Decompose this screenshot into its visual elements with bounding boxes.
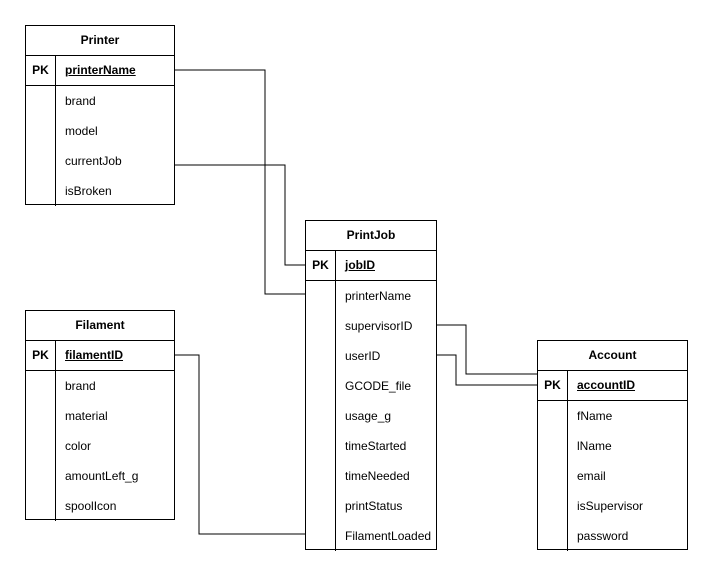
attribute-list: brand material color amountLeft_g spoolIcon <box>56 371 174 521</box>
primary-key-row[interactable]: PK printerName <box>26 56 174 86</box>
relationship-connector-filament-filamentid-to-printjob-filamentloaded[interactable] <box>175 354 305 535</box>
attribute-section: brand material color amountLeft_g spoolIcon <box>26 371 174 521</box>
pk-tag: PK <box>306 251 336 280</box>
entity-title: Account <box>538 341 687 371</box>
attribute-row[interactable]: currentJob <box>65 154 122 168</box>
relationship-connector-printjob-userid-to-account-accountid[interactable] <box>437 354 537 386</box>
pk-tag: PK <box>538 371 568 400</box>
primary-key-name: jobID <box>345 258 375 272</box>
key-column-spacer <box>26 371 56 521</box>
attribute-row[interactable]: color <box>65 439 92 453</box>
attribute-row[interactable]: email <box>577 469 606 483</box>
primary-key-name: filamentID <box>65 348 124 362</box>
attribute-row[interactable]: brand <box>65 379 96 393</box>
attribute-row[interactable]: usage_g <box>345 409 392 423</box>
attribute-row[interactable]: timeStarted <box>345 439 407 453</box>
attribute-section: brand model currentJob isBroken <box>26 86 174 206</box>
attribute-row[interactable]: supervisorID <box>345 319 413 333</box>
attribute-row[interactable]: FilamentLoaded <box>345 529 432 543</box>
attribute-row[interactable]: model <box>65 124 98 138</box>
attribute-row[interactable]: password <box>577 529 629 543</box>
attribute-list: fName lName email isSupervisor password <box>568 401 687 551</box>
relationship-connector-printer-printername-to-printjob-printername[interactable] <box>175 69 305 295</box>
attribute-row[interactable]: spoolIcon <box>65 499 117 513</box>
relationship-connector-printer-currentjob-to-printjob-jobid[interactable] <box>175 164 305 266</box>
attribute-row[interactable]: amountLeft_g <box>65 469 139 483</box>
primary-key-row[interactable]: PK jobID <box>306 251 436 281</box>
attribute-row[interactable]: material <box>65 409 108 423</box>
attribute-row[interactable]: lName <box>577 439 612 453</box>
relationship-connector-printjob-supervisorid-to-account-accountid[interactable] <box>437 324 537 375</box>
key-column-spacer <box>306 281 336 551</box>
primary-key-row[interactable]: PK filamentID <box>26 341 174 371</box>
pk-tag: PK <box>26 56 56 85</box>
attribute-row[interactable]: GCODE_file <box>345 379 412 393</box>
attribute-row[interactable]: isBroken <box>65 184 112 198</box>
primary-key-row[interactable]: PK accountID <box>538 371 687 401</box>
entity-title: Printer <box>26 26 174 56</box>
attribute-list: brand model currentJob isBroken <box>56 86 174 206</box>
key-column-spacer <box>26 86 56 206</box>
attribute-row[interactable]: fName <box>577 409 613 423</box>
entity-title: Filament <box>26 311 174 341</box>
entity-title: PrintJob <box>306 221 436 251</box>
attribute-row[interactable]: printerName <box>345 289 412 303</box>
primary-key-name: accountID <box>577 378 636 392</box>
attribute-row[interactable]: isSupervisor <box>577 499 644 513</box>
attribute-row[interactable]: printStatus <box>345 499 403 513</box>
attribute-row[interactable]: userID <box>345 349 381 363</box>
pk-tag: PK <box>26 341 56 370</box>
attribute-section: fName lName email isSupervisor password <box>538 401 687 551</box>
attribute-row[interactable]: timeNeeded <box>345 469 410 483</box>
attribute-row[interactable]: brand <box>65 94 96 108</box>
primary-key-name: printerName <box>65 63 136 77</box>
key-column-spacer <box>538 401 568 551</box>
